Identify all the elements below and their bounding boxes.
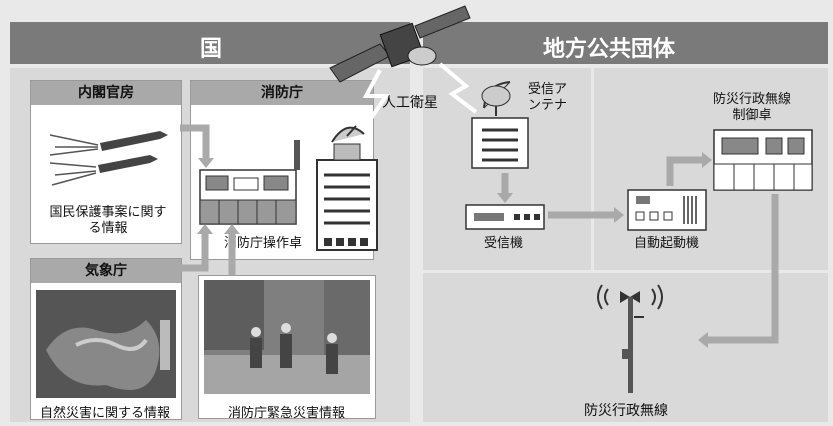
radio-tower-icon	[597, 284, 663, 393]
control-console-label: 防災行政無線制御卓	[712, 92, 791, 123]
national-header-label: 国	[200, 37, 223, 62]
satellite-label: 人工衛星	[382, 95, 438, 111]
receiver-label: 受信機	[484, 236, 524, 251]
met-caption: 自然災害に関する情報	[40, 406, 171, 421]
flood-rescue-image	[204, 280, 370, 394]
cabinet-box	[30, 80, 182, 244]
receive-antenna-icon	[481, 81, 511, 116]
building-icon	[316, 125, 378, 251]
met-agency-title: 気象庁	[31, 259, 181, 283]
emergency-caption: 消防庁緊急災害情報	[228, 406, 346, 421]
satellite-icon	[329, 5, 471, 83]
local-header-label: 地方公共団体	[543, 37, 676, 62]
antenna-label: 受信アンテナ	[528, 82, 568, 113]
missile-icon	[49, 131, 168, 186]
control-console-icon	[713, 129, 813, 191]
local-header: 地方公共団体	[423, 22, 828, 64]
weather-map-image	[36, 290, 176, 398]
radio-label: 防災行政無線	[584, 403, 668, 419]
receiver-icon	[465, 204, 545, 230]
fire-console-label: 消防庁操作卓	[224, 236, 303, 251]
cabinet-caption: 国民保護事案に関する情報	[49, 205, 167, 236]
auto-start-label: 自動起動機	[634, 236, 700, 251]
fire-agency-title: 消防庁	[191, 81, 373, 105]
national-header: 国	[10, 22, 410, 64]
auto-start-icon	[627, 189, 707, 231]
antenna-panel-icon	[471, 117, 529, 169]
console-icon	[199, 169, 297, 225]
antenna-pole-icon	[294, 140, 300, 170]
cabinet-title: 内閣官房	[31, 81, 181, 105]
